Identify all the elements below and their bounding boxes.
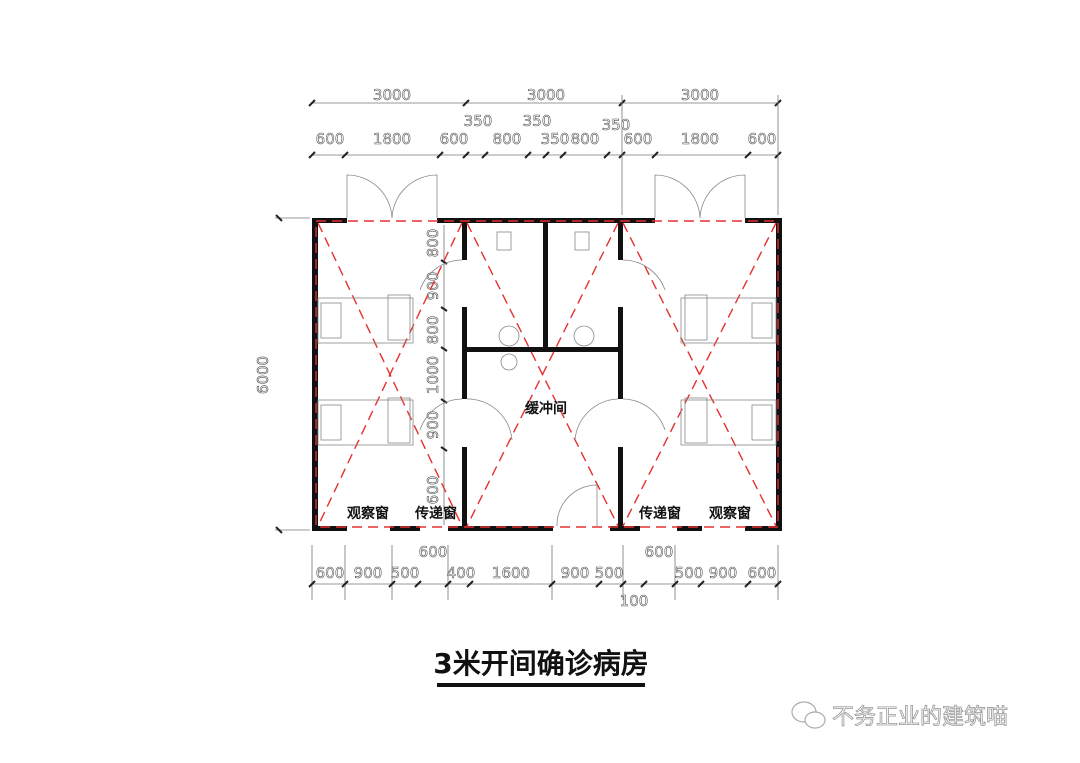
- drawing-title: 3米开间确诊病房: [433, 647, 648, 680]
- dim-left-6000: 6000: [254, 356, 272, 394]
- dim-top-3000-1: 3000: [373, 86, 411, 104]
- top-doors: [346, 174, 746, 219]
- dim-top-d7: 600: [624, 130, 653, 148]
- dim-top-d4: 800: [493, 130, 522, 148]
- dim-bottom-lower: 100: [620, 592, 649, 610]
- dim-top-d2: 1800: [373, 130, 411, 148]
- dim-top-d3: 600: [440, 130, 469, 148]
- dim-bottom-d10: 600: [748, 564, 777, 582]
- beds: [317, 231, 777, 527]
- left-dimensions: 6000 800 900 800 1000 900 600: [254, 214, 448, 534]
- dim-top-3000-2: 3000: [527, 86, 565, 104]
- label-buffer-room: 缓冲间: [525, 400, 567, 417]
- walls: [312, 218, 782, 531]
- label-observation-window-left: 观察窗: [347, 505, 389, 522]
- dim-top-d1: 600: [316, 130, 345, 148]
- dim-350-1: 350: [464, 112, 493, 130]
- dim-top-d8: 1800: [681, 130, 719, 148]
- disinfection-lines: [315, 220, 779, 528]
- dim-bottom-d9: 900: [709, 564, 738, 582]
- label-pass-window-left: 传递窗: [414, 505, 457, 522]
- dim-bottom-d8: 500: [675, 564, 704, 582]
- dim-bottom-d2: 900: [354, 564, 383, 582]
- dim-top-d6: 800: [571, 130, 600, 148]
- dim-left-d1: 800: [424, 229, 442, 258]
- dim-bottom-d7: 500: [595, 564, 624, 582]
- dim-top-d5: 350: [541, 130, 570, 148]
- title-underline: [437, 683, 645, 687]
- dim-left-d4: 1000: [424, 356, 442, 394]
- dim-left-d2: 900: [424, 272, 442, 301]
- dim-left-d5: 900: [424, 411, 442, 440]
- dim-top-d9: 600: [748, 130, 777, 148]
- dim-350-2: 350: [523, 112, 552, 130]
- dim-bottom-d6: 900: [561, 564, 590, 582]
- dim-bottom-d4: 400: [447, 564, 476, 582]
- dim-bottom-upper-1: 600: [419, 543, 448, 561]
- top-dimensions: 3000 3000 3000 350 350 350 600 1800 600 …: [308, 86, 782, 215]
- label-pass-window-right: 传递窗: [638, 505, 681, 522]
- bottom-dimensions: 600 900 500 400 1600 900 500 500 900 600…: [308, 543, 782, 610]
- dim-350-3: 350: [602, 116, 631, 134]
- dim-bottom-upper-2: 600: [645, 543, 674, 561]
- dim-left-d6: 600: [424, 476, 442, 505]
- dim-top-3000-3: 3000: [681, 86, 719, 104]
- dim-bottom-d5: 1600: [492, 564, 530, 582]
- dim-bottom-d1: 600: [316, 564, 345, 582]
- dim-left-d3: 800: [424, 316, 442, 345]
- label-observation-window-right: 观察窗: [709, 505, 751, 522]
- watermark-text: 不务正业的建筑喵: [832, 705, 1008, 730]
- dim-bottom-d3: 500: [391, 564, 420, 582]
- wechat-icon: [791, 701, 826, 729]
